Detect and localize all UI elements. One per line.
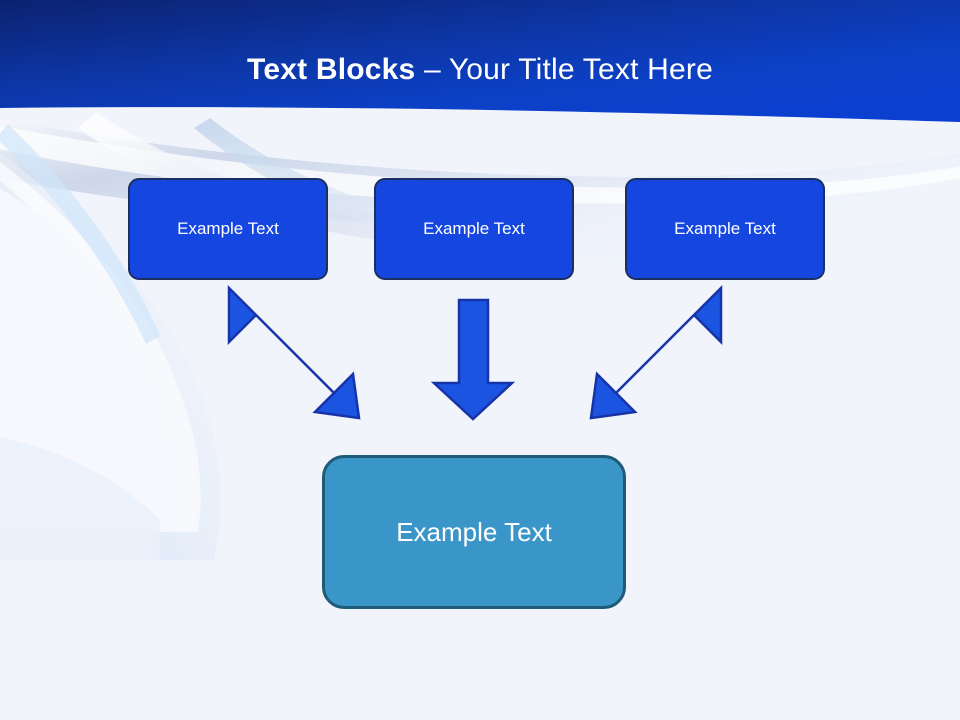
text-block-top-3-label: Example Text bbox=[674, 219, 776, 238]
text-block-top-3[interactable]: Example Text bbox=[625, 178, 825, 280]
text-block-bottom[interactable]: Example Text bbox=[322, 455, 626, 609]
page-title-bold: Text Blocks bbox=[247, 53, 416, 86]
text-block-top-1[interactable]: Example Text bbox=[128, 178, 328, 280]
arrow-down-left-icon bbox=[589, 284, 723, 420]
text-block-top-1-label: Example Text bbox=[177, 219, 279, 238]
text-block-top-2-label: Example Text bbox=[423, 219, 525, 238]
arrow-down-right-icon bbox=[227, 284, 361, 420]
header-band bbox=[0, 0, 960, 122]
arrow-down-icon bbox=[430, 298, 516, 421]
page-title-rest: – Your Title Text Here bbox=[415, 53, 713, 86]
page-title: Text Blocks – Your Title Text Here bbox=[0, 52, 960, 88]
text-block-bottom-label: Example Text bbox=[396, 516, 552, 547]
text-block-top-2[interactable]: Example Text bbox=[374, 178, 574, 280]
